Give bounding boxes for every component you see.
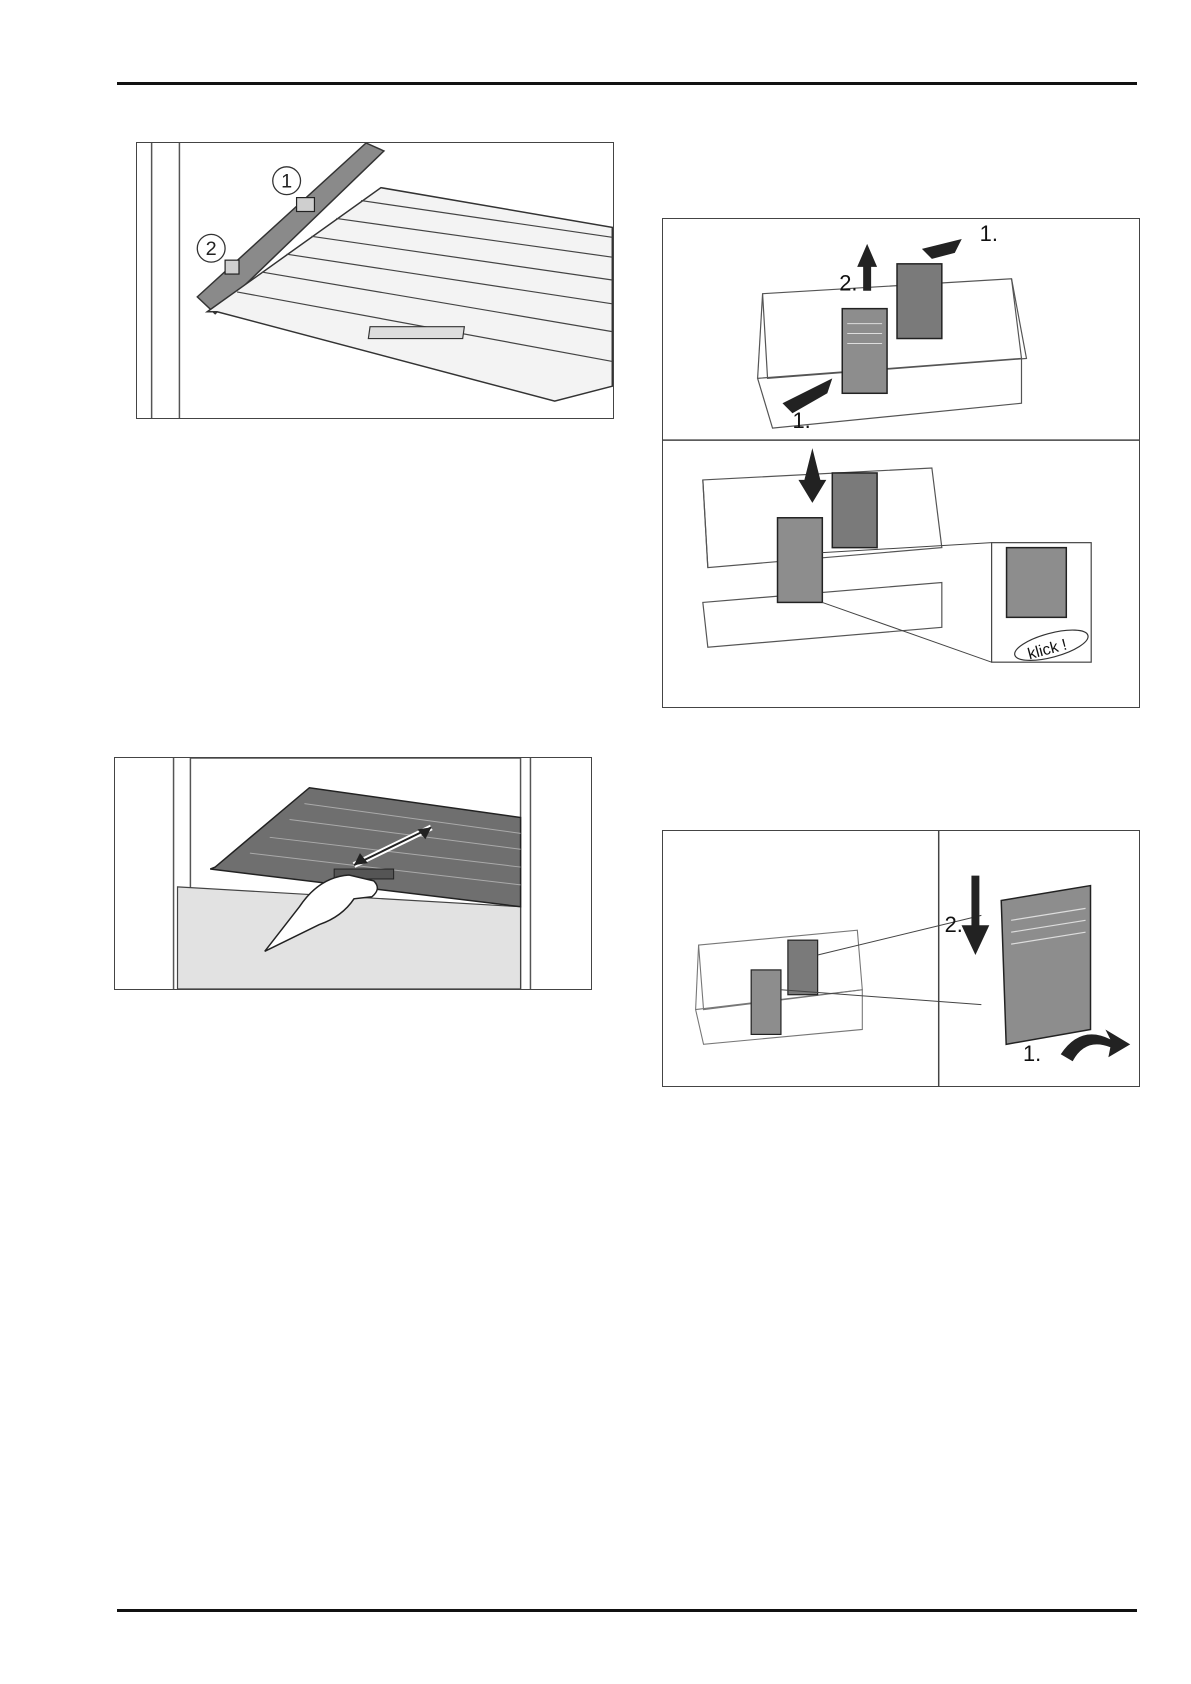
figure-shelf-rail: 1 2 [136, 142, 614, 419]
step-2: 2. [945, 912, 963, 937]
callout-1: 1 [281, 171, 292, 193]
footer-rule [117, 1609, 1137, 1612]
figure-shelf-slide [114, 757, 592, 990]
step-1: 1. [1023, 1041, 1041, 1066]
figure-filter-remove: 2. 1. [662, 830, 1140, 1087]
shelf-rail-illustration: 1 2 [137, 143, 613, 418]
header-rule [117, 82, 1137, 85]
callout-2: 2 [206, 238, 217, 260]
filter-insert-illustration: 1. 2. 1. klick ! [663, 219, 1139, 707]
figure-filter-insert: 1. 2. 1. klick ! [662, 218, 1140, 708]
step-top-1b: 1. [792, 408, 810, 433]
step-top-2: 2. [839, 271, 857, 296]
filter-remove-illustration: 2. 1. [663, 831, 1139, 1086]
shelf-slide-illustration [115, 758, 591, 989]
step-top-1a: 1. [980, 221, 998, 246]
